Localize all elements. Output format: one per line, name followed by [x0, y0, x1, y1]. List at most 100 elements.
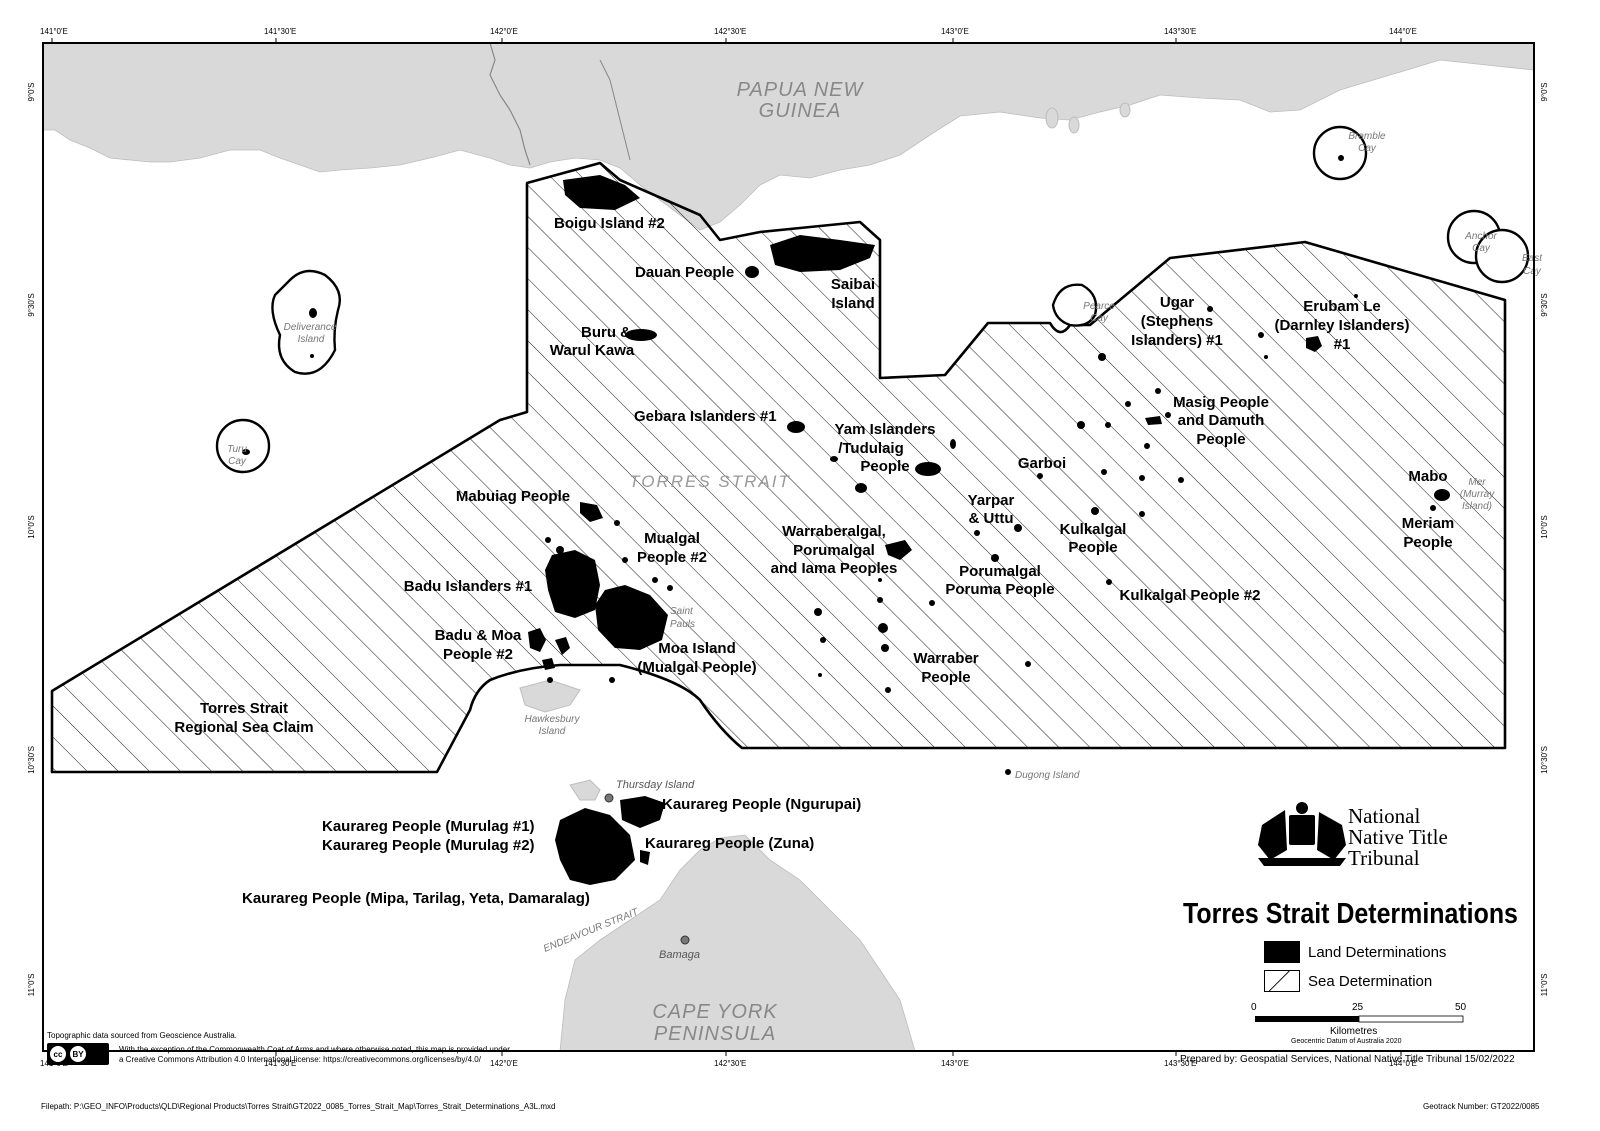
- mer-island: [1434, 489, 1450, 501]
- graticule-label: 9°30'S: [27, 293, 36, 316]
- ugar-label: Islanders) #1: [1131, 332, 1223, 349]
- png-label: GUINEA: [759, 100, 842, 122]
- png-island: [1045, 107, 1059, 129]
- graticule-right: 9°0'S 9°30'S 10°0'S 10°30'S 11°0'S: [1540, 83, 1549, 997]
- land-swatch: [1264, 941, 1300, 963]
- mer-label: Island): [1462, 501, 1492, 512]
- kulkalgal-2-label: Kulkalgal People #2: [1120, 587, 1261, 604]
- mipa-label: Kaurareg People (Mipa, Tarilag, Yeta, Da…: [242, 890, 590, 907]
- warraber-label: People: [921, 669, 970, 686]
- grey-island: [519, 679, 581, 713]
- license-line: With the exception of the Commonwealth C…: [119, 1045, 510, 1054]
- sea-claim-label: Torres Strait: [200, 700, 288, 717]
- zuna-label: Kaurareg People (Zuna): [645, 835, 814, 852]
- thursday-island-label: Thursday Island: [616, 779, 695, 791]
- yam-label: /Tudulaig: [838, 440, 904, 457]
- badu-moa-label: People #2: [443, 646, 513, 663]
- boigu-label: Boigu Island #2: [554, 215, 665, 232]
- bramble-cay-label: Cay: [1358, 143, 1377, 154]
- map-frame: [42, 42, 1535, 1052]
- scale-tick: 0: [1251, 1002, 1257, 1013]
- dauan-label: Dauan People: [635, 264, 734, 281]
- erubam-island: [1306, 336, 1322, 352]
- porumalgal-label: Porumalgal: [959, 563, 1041, 580]
- scale-datum: Geocentric Datum of Australia 2020: [1291, 1038, 1402, 1045]
- graticule-label: 10°0'S: [1540, 515, 1549, 538]
- png-island: [1068, 116, 1080, 134]
- graticule-left: 9°0'S 9°30'S 10°0'S 10°30'S 11°0'S: [27, 83, 36, 997]
- warraber-porumalgal-islands: [885, 540, 912, 560]
- legend-sea-row: Sea Determination: [1264, 969, 1432, 993]
- sea-swatch: [1264, 970, 1300, 992]
- scale-tick: 50: [1455, 1002, 1467, 1013]
- badu-moa-label: Badu & Moa: [435, 627, 522, 644]
- gebara-label: Gebara Islanders #1: [634, 408, 777, 425]
- grey-island: [569, 779, 601, 801]
- warraberalgal-label: Warraberalgal,: [782, 523, 886, 540]
- saibai-label: Island: [831, 295, 874, 312]
- sea-claim-label: Regional Sea Claim: [174, 719, 313, 736]
- hawkesbury-label: Hawkesbury: [524, 714, 580, 725]
- geotrack-number: Geotrack Number: GT2022/0085: [1423, 1102, 1540, 1111]
- turu-cay-label: Cay: [228, 456, 247, 467]
- scale-tick: 25: [1352, 1002, 1364, 1013]
- png-river: [599, 59, 631, 161]
- turu-cay-label: Turu: [227, 444, 247, 455]
- murulag-2-label: Kaurareg People (Murulag #2): [322, 837, 535, 854]
- mabuiag-island: [580, 502, 603, 522]
- agency-line: Native Title: [1348, 825, 1448, 849]
- mualgal-label: People #2: [637, 549, 707, 566]
- cape-york-label: PENINSULA: [654, 1023, 776, 1045]
- graticule-label: 144°0'E: [1389, 1059, 1417, 1068]
- yarpar-label: & Uttu: [969, 510, 1014, 527]
- graticule-label: 10°30'S: [27, 746, 36, 774]
- license-line: a Creative Commons Attribution 4.0 Inter…: [119, 1055, 481, 1064]
- graticule-label: 141°0'E: [40, 27, 68, 36]
- sea-claim-area: [50, 161, 1507, 774]
- east-cay-label: Cay: [1523, 266, 1542, 277]
- anchor-cay-label: Anchor: [1464, 231, 1497, 242]
- muralag-island: [555, 808, 635, 885]
- cay-outlines: [215, 125, 1530, 474]
- ngurupai-label: Kaurareg People (Ngurupai): [662, 796, 861, 813]
- dugong-island-label: Dugong Island: [1015, 770, 1080, 781]
- graticule-label: 10°30'S: [1540, 746, 1549, 774]
- graticule-label: 143°30'E: [1164, 1059, 1196, 1068]
- mer-label: Mer: [1468, 477, 1486, 488]
- cape-york-landmass: [559, 834, 916, 1051]
- agency-name: National Native Title Tribunal: [1348, 806, 1448, 869]
- graticule-label: 9°0'S: [1540, 83, 1549, 102]
- meriam-label: Meriam: [1402, 515, 1455, 532]
- by-icon: BY: [70, 1046, 86, 1062]
- ugar-label: Ugar: [1160, 294, 1194, 311]
- saint-pauls-label: Pauls: [670, 619, 695, 630]
- legend-sea-label: Sea Determination: [1308, 972, 1433, 990]
- buru-label: Warul Kawa: [550, 342, 635, 359]
- masig-label: Masig People: [1173, 394, 1269, 411]
- yam-label: Yam Islanders: [835, 421, 936, 438]
- gebara-island: [787, 421, 805, 433]
- meriam-label: People: [1403, 534, 1452, 551]
- graticule-label: 9°30'S: [1540, 293, 1549, 316]
- kulkalgal-label: People: [1068, 539, 1117, 556]
- warraber-label: Warraber: [913, 650, 978, 667]
- graticule-label: 142°0'E: [490, 27, 518, 36]
- cape-york-label: CAPE YORK: [652, 1001, 778, 1023]
- porumalgal-label: Poruma People: [945, 581, 1054, 598]
- graticule-label: 142°0'E: [490, 1059, 518, 1068]
- graticule-label: 9°0'S: [27, 83, 36, 102]
- moa-label: Moa Island: [658, 640, 736, 657]
- png-landmass: [43, 43, 1534, 231]
- deliverance-label: Deliverance: [284, 322, 337, 333]
- graticule-label: 142°30'E: [714, 1059, 746, 1068]
- filepath: Filepath: P:\GEO_INFO\Products\QLD\Regio…: [41, 1102, 556, 1111]
- mualgal-label: Mualgal: [644, 530, 700, 547]
- cc-license-badge[interactable]: cc BY: [47, 1043, 109, 1065]
- graticule-label: 141°30'E: [264, 27, 296, 36]
- murulag-1-label: Kaurareg People (Murulag #1): [322, 818, 535, 835]
- badu-label: Badu Islanders #1: [404, 578, 532, 595]
- graticule-label: 142°30'E: [714, 27, 746, 36]
- erubam-label: Erubam Le: [1303, 298, 1381, 315]
- torres-strait-label: TORRES STRAIT: [629, 472, 791, 491]
